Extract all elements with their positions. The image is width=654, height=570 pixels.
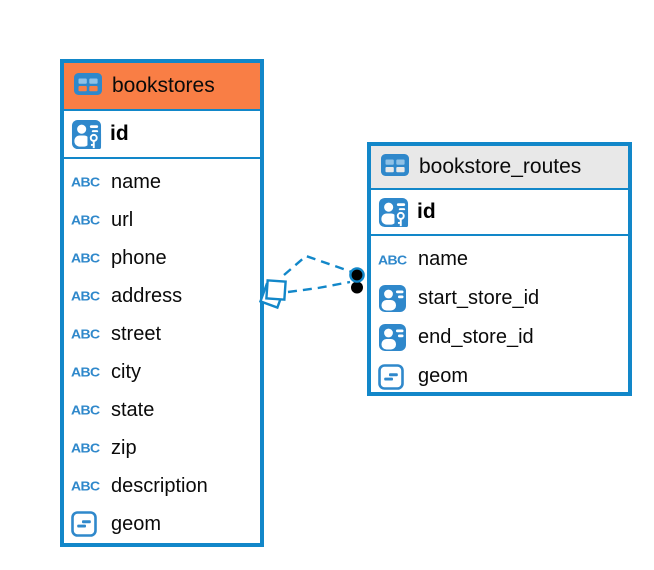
field-row[interactable]: geom [64, 505, 260, 543]
table-node-bookstore-routes[interactable]: bookstore_routes id ABC name [367, 142, 632, 396]
table-header-bookstores[interactable]: bookstores [64, 63, 260, 111]
text-type-icon: ABC [378, 252, 409, 268]
field-name: id [110, 122, 129, 145]
field-name: geom [111, 512, 162, 535]
text-type-icon-label: ABC [71, 288, 100, 304]
text-type-icon: ABC [71, 288, 102, 304]
field-list: ABC name ABC url ABC phone ABC address A… [64, 159, 260, 543]
field-name: phone [111, 246, 167, 269]
field-name: address [111, 284, 183, 307]
text-type-icon-label: ABC [71, 174, 100, 190]
field-row[interactable]: ABC phone [64, 239, 260, 277]
primary-key-icon [378, 197, 409, 228]
field-row[interactable]: ABC street [64, 315, 260, 353]
text-type-icon: ABC [71, 326, 102, 342]
field-row-pk[interactable]: id [371, 190, 628, 236]
text-type-icon: ABC [71, 174, 102, 190]
field-row[interactable]: ABC url [64, 201, 260, 239]
text-type-icon-label: ABC [71, 212, 100, 228]
field-name: geom [418, 365, 469, 387]
field-name: start_store_id [418, 287, 540, 309]
text-type-icon-label: ABC [71, 402, 100, 418]
table-header-bookstore-routes[interactable]: bookstore_routes [371, 146, 628, 190]
field-name: description [111, 474, 208, 497]
text-type-icon-label: ABC [71, 478, 100, 494]
table-icon [73, 72, 103, 101]
field-name: name [418, 248, 469, 270]
text-type-icon-label: ABC [71, 440, 100, 456]
field-row-pk[interactable]: id [64, 111, 260, 159]
table-icon [380, 153, 410, 182]
text-type-icon: ABC [71, 364, 102, 380]
field-name: end_store_id [418, 326, 534, 348]
foreign-key-icon [378, 284, 409, 313]
text-type-icon-label: ABC [378, 251, 407, 268]
field-row[interactable]: start_store_id [371, 279, 628, 318]
table-title: bookstores [112, 74, 215, 97]
field-row[interactable]: ABC state [64, 391, 260, 429]
primary-key-icon [71, 119, 102, 150]
field-row[interactable]: ABC description [64, 467, 260, 505]
relationship-edge-upper[interactable] [283, 254, 353, 276]
text-type-icon: ABC [71, 250, 102, 266]
text-type-icon: ABC [71, 440, 102, 456]
field-row[interactable]: end_store_id [371, 318, 628, 357]
table-title: bookstore_routes [419, 155, 582, 178]
relationship-endpoint-dot[interactable] [349, 267, 365, 294]
field-row[interactable]: ABC name [371, 240, 628, 279]
text-type-icon: ABC [71, 478, 102, 494]
field-list: ABC name start_store_id [371, 236, 628, 396]
field-name: zip [111, 436, 137, 459]
text-type-icon-label: ABC [71, 326, 100, 342]
text-type-icon-label: ABC [71, 364, 100, 380]
geometry-type-icon [378, 363, 409, 390]
field-row[interactable]: ABC zip [64, 429, 260, 467]
text-type-icon-label: ABC [71, 250, 100, 266]
field-row[interactable]: geom [371, 357, 628, 396]
field-name: id [417, 200, 436, 223]
field-row[interactable]: ABC address [64, 277, 260, 315]
text-type-icon: ABC [71, 212, 102, 228]
relationship-edge-lower[interactable] [287, 280, 351, 294]
text-type-icon: ABC [71, 402, 102, 418]
foreign-key-icon [378, 323, 409, 352]
field-name: url [111, 208, 134, 231]
field-name: name [111, 170, 162, 193]
field-name: street [111, 322, 162, 345]
field-row[interactable]: ABC name [64, 163, 260, 201]
table-node-bookstores[interactable]: bookstores id ABC name ABC url [60, 59, 264, 547]
field-name: state [111, 398, 155, 421]
relationship-source-marker[interactable] [258, 279, 287, 310]
field-row[interactable]: ABC city [64, 353, 260, 391]
field-name: city [111, 360, 141, 383]
geometry-type-icon [71, 511, 102, 537]
